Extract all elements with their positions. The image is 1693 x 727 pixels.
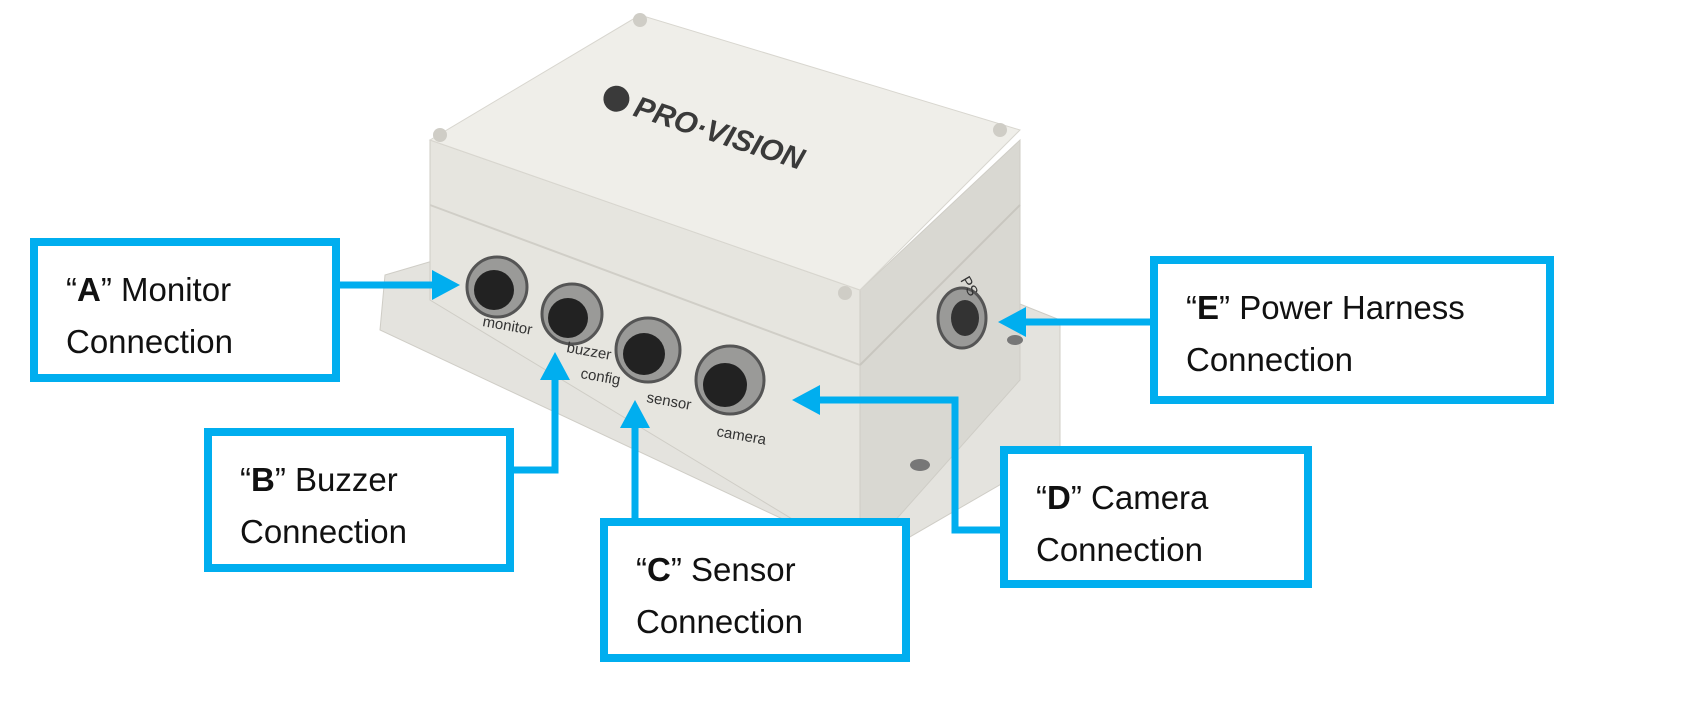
callout-title: Camera [1091,479,1209,516]
connector-b [540,282,604,346]
callout-subtitle: Connection [240,513,407,550]
mount-hole-icon [910,459,930,471]
callout-e-power-harness: “E” Power Harness Connection [1150,256,1554,404]
arrowhead-a-icon [432,270,460,300]
callout-subtitle: Connection [66,323,233,360]
screw-icon [993,123,1007,137]
screw-icon [838,286,852,300]
arrowhead-c-icon [620,400,650,428]
callout-d-camera: “D” Camera Connection [1000,446,1312,588]
connector-d [694,344,766,416]
leader-lines [338,281,1152,534]
callout-c-sensor: “C” Sensor Connection [600,518,910,662]
connector-e [936,286,988,350]
lid-seam [859,204,1021,366]
screw-icon [633,13,647,27]
connector-a [465,255,529,319]
callout-title: Monitor [121,271,232,308]
callout-subtitle: Connection [1186,341,1353,378]
leader-line-b [512,375,559,474]
callout-b-buzzer: “B” Buzzer Connection [204,428,514,572]
callout-title: Sensor [691,551,796,588]
callout-title: Power Harness [1239,289,1465,326]
lid-seam [429,204,861,366]
callout-title: Buzzer [295,461,398,498]
box-lid [428,14,1021,291]
arrowhead-d-icon [792,385,820,415]
arrowhead-e-icon [998,307,1026,337]
leader-line-d [815,396,1000,534]
callout-a-monitor: “A” Monitor Connection [30,238,340,382]
port-label-b2: config [579,365,621,389]
connector-c [614,316,682,384]
screw-icon [433,128,447,142]
arrowhead-b-icon [540,352,570,380]
callout-subtitle: Connection [636,603,803,640]
callout-subtitle: Connection [1036,531,1203,568]
mount-hole-icon [1007,335,1023,345]
